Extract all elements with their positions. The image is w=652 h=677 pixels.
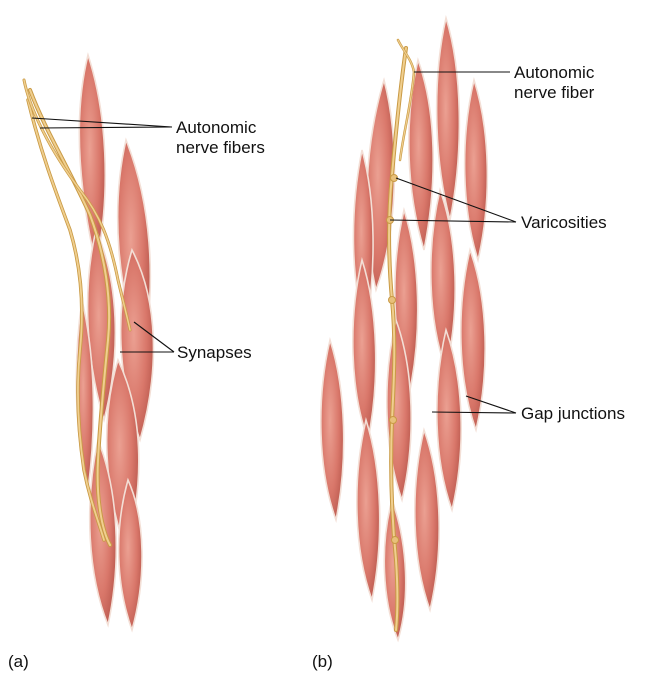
smooth-muscle-cell xyxy=(465,80,488,260)
label-line: Autonomic xyxy=(176,118,306,138)
smooth-muscle-cell xyxy=(119,480,142,630)
panel-b-muscle-bundle xyxy=(321,18,488,640)
label-line: nerve fibers xyxy=(176,138,306,158)
smooth-muscle-cell xyxy=(79,55,105,265)
smooth-muscle-cell xyxy=(353,260,376,440)
panel-a-muscle-bundle xyxy=(76,55,153,630)
leader-line-nerve-fibers xyxy=(40,127,172,128)
label-line: Autonomic xyxy=(514,63,644,83)
smooth-muscle-cell xyxy=(321,340,344,520)
panel-a-caption: (a) xyxy=(8,652,29,672)
smooth-muscle-cell xyxy=(437,330,461,510)
label-line: nerve fiber xyxy=(514,83,644,103)
panel-b-caption: (b) xyxy=(312,652,333,672)
label-gap-junctions: Gap junctions xyxy=(521,404,625,424)
label-autonomic-nerve-fibers: Autonomic nerve fibers xyxy=(176,118,306,158)
varicosity xyxy=(389,297,396,304)
smooth-muscle-cell xyxy=(357,420,380,600)
varicosity xyxy=(392,537,399,544)
smooth-muscle-cell xyxy=(461,250,485,430)
leader-line-varicosities xyxy=(390,220,516,222)
label-varicosities: Varicosities xyxy=(521,213,607,233)
smooth-muscle-cell xyxy=(415,430,439,610)
varicosity xyxy=(390,417,397,424)
label-synapses: Synapses xyxy=(177,343,252,363)
label-autonomic-nerve-fiber: Autonomic nerve fiber xyxy=(514,63,644,103)
